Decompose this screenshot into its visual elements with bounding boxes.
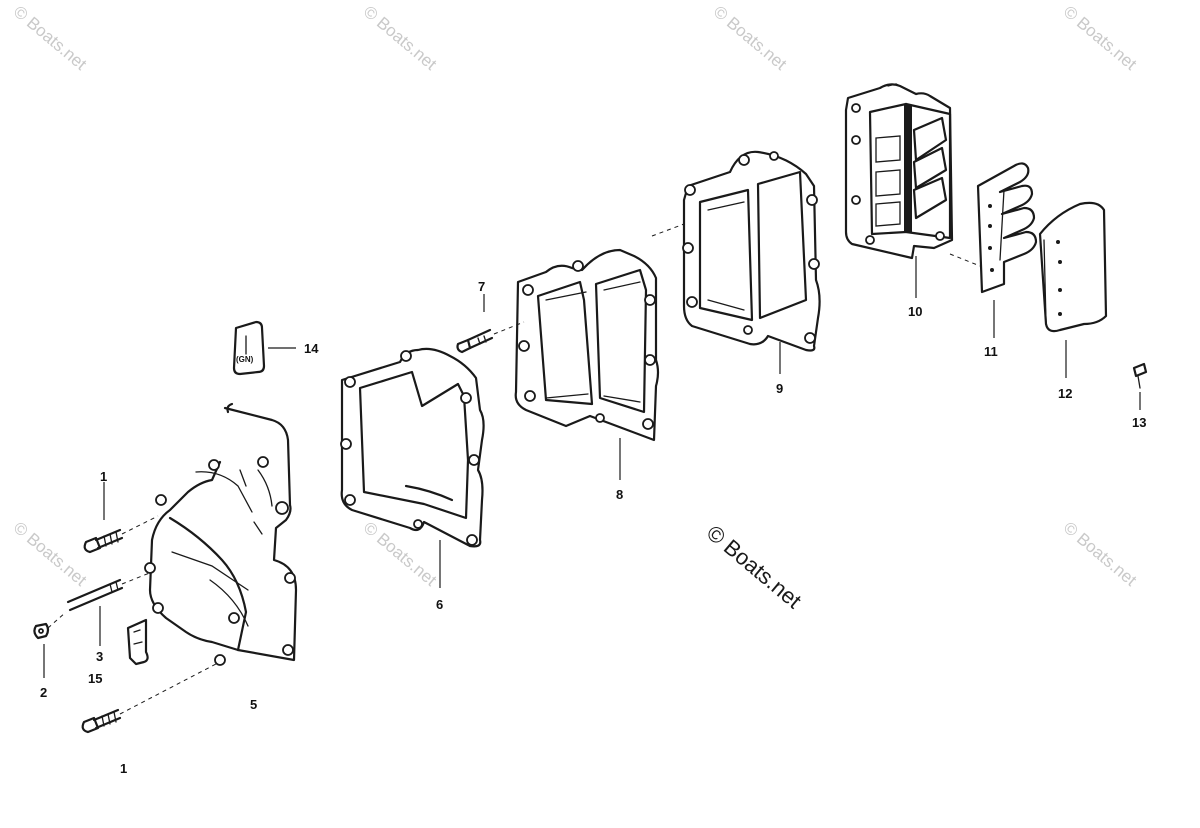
part-3-stud: [66, 571, 153, 612]
callout-6: 6: [436, 597, 444, 612]
callout-5: 5: [250, 697, 258, 712]
callout-12: 12: [1058, 386, 1073, 401]
callout-1-upper: 1: [100, 469, 108, 484]
callout-11: 11: [984, 344, 998, 359]
part-12-reed-stop: [1038, 201, 1108, 333]
part-13-screw: [1132, 362, 1148, 389]
part-2-nut: [33, 611, 67, 640]
callout-3: 3: [96, 649, 104, 664]
leader-lines: [43, 223, 1141, 678]
part-14-tag: [232, 320, 266, 376]
part-1-screw-lower: [81, 663, 217, 734]
part-1-screw-upper: [83, 515, 159, 554]
part-7-screw: [456, 321, 525, 354]
callout-9: 9: [776, 381, 784, 396]
callout-2: 2: [40, 685, 48, 700]
callout-7: 7: [478, 279, 486, 294]
callout-14: 14: [304, 341, 319, 356]
callout-1-lower: 1: [120, 761, 128, 776]
part-10-reed-block: [844, 83, 954, 260]
part-5-intake-cover: [144, 402, 298, 666]
callout-10: 10: [908, 304, 923, 319]
callout-13: 13: [1132, 415, 1147, 430]
callout-8: 8: [616, 487, 624, 502]
part-11-reed-petals: [976, 162, 1038, 294]
part-9-gasket: [682, 150, 821, 352]
part-15-bracket: [126, 618, 149, 666]
tag-label: (GN): [236, 355, 254, 364]
part-6-gasket: [340, 347, 485, 548]
part-8-plate: [514, 248, 660, 442]
callout-15: 15: [88, 671, 103, 686]
